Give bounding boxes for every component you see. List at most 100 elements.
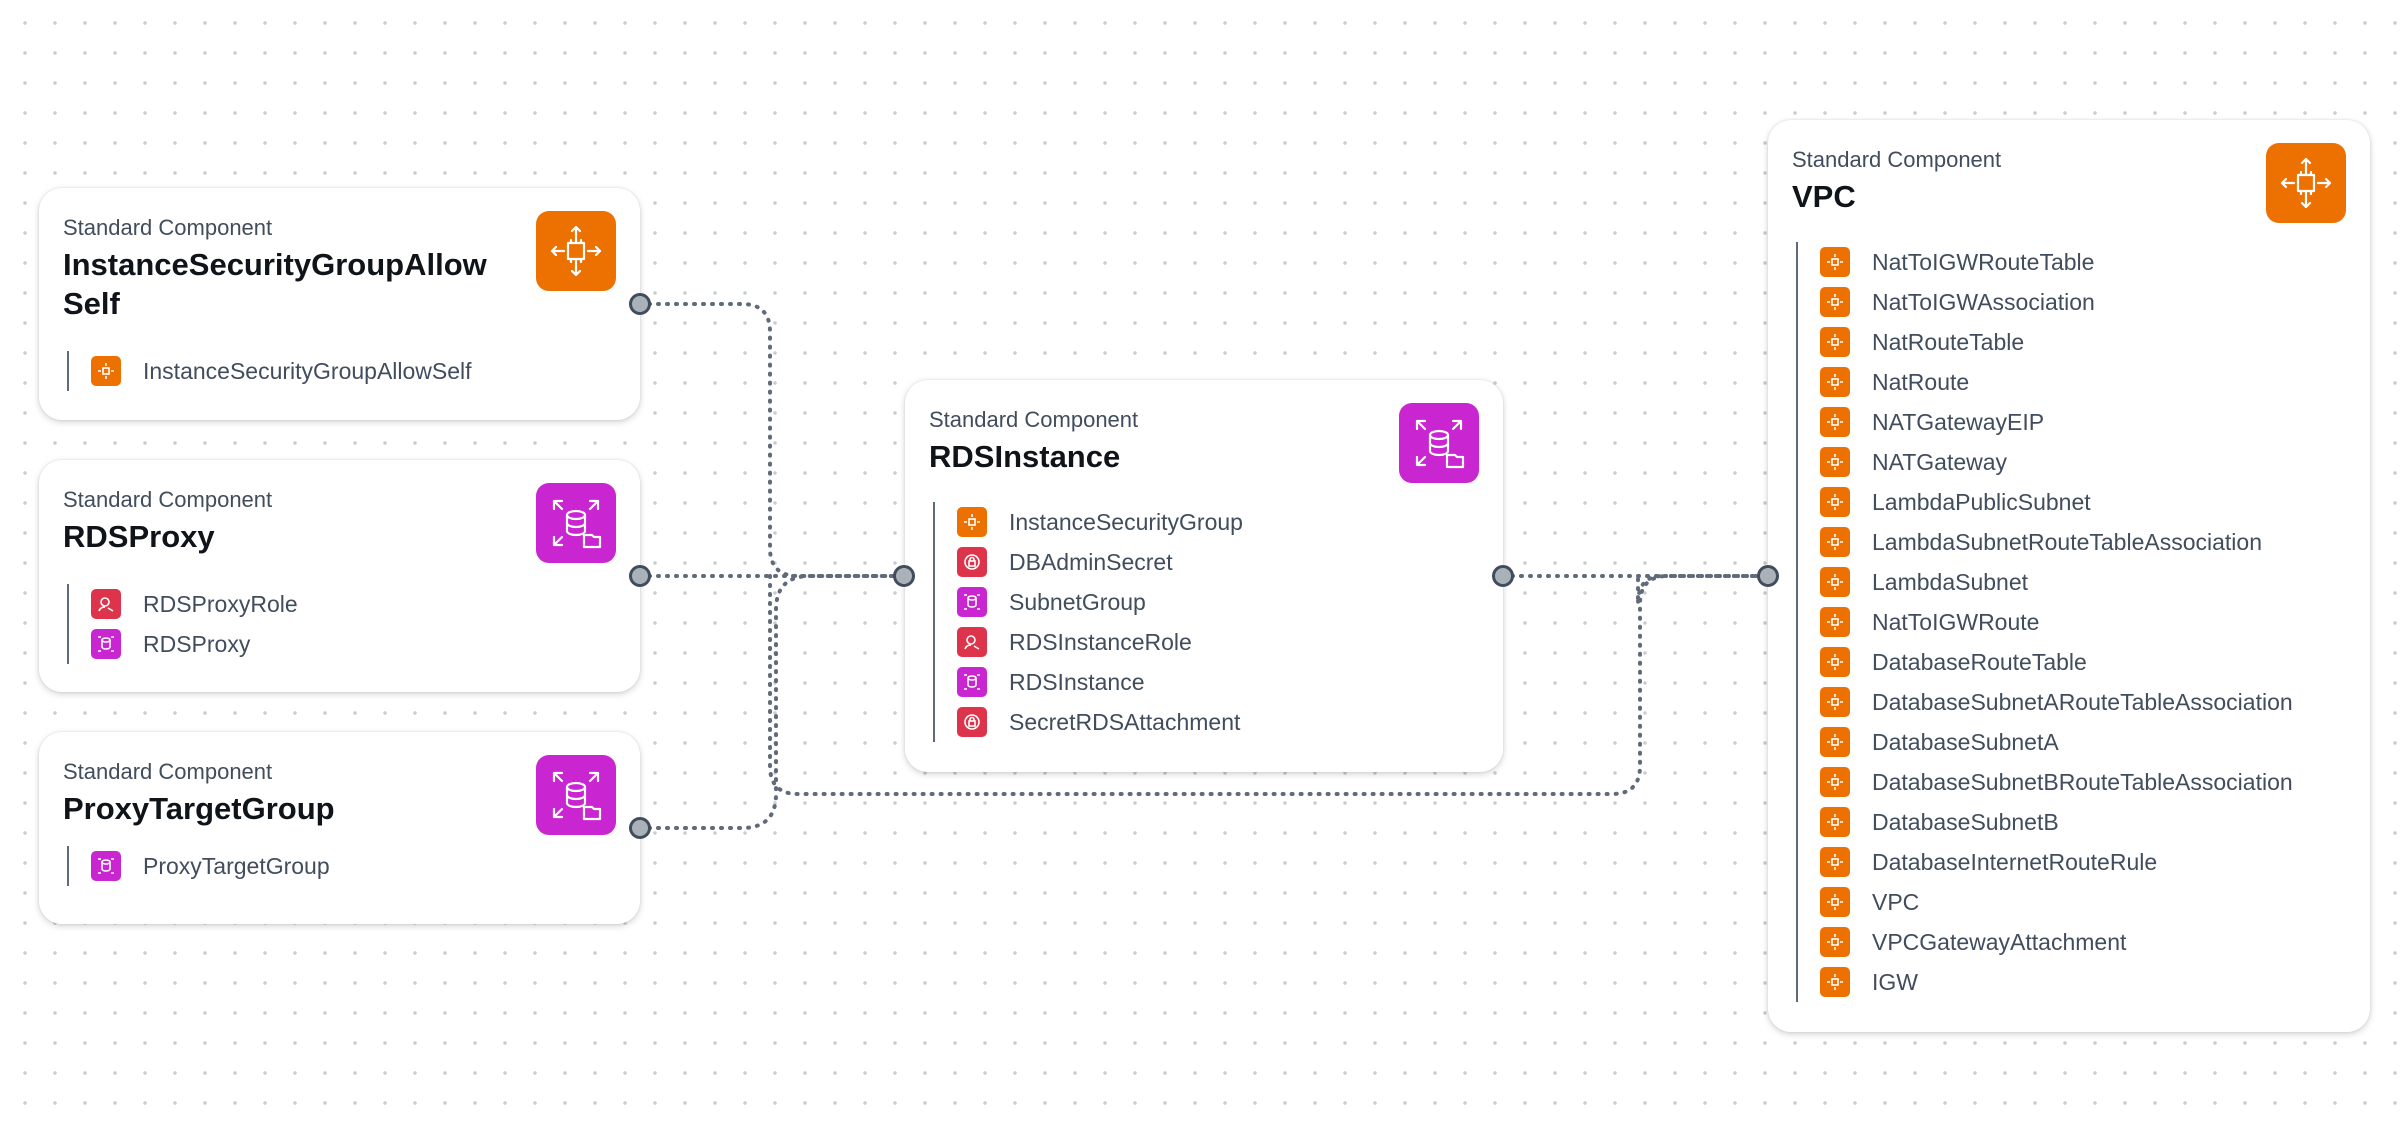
edge-ptg-to-vpc xyxy=(768,574,1770,796)
list-item[interactable]: SubnetGroup xyxy=(957,582,1479,622)
network-chip-icon xyxy=(1820,647,1850,677)
list-item[interactable]: NatRoute xyxy=(1820,362,2346,402)
resource-label: NatToIGWRouteTable xyxy=(1872,248,2095,275)
component-card-rds-proxy[interactable]: Standard Component RDSProxy RDSProxyRole… xyxy=(39,460,640,692)
port-vpc-input[interactable] xyxy=(1757,565,1779,587)
resource-label: InstanceSecurityGroup xyxy=(1009,508,1243,535)
list-item[interactable]: SecretRDSAttachment xyxy=(957,702,1479,742)
component-type-label: Standard Component xyxy=(63,215,273,240)
resource-label: VPC xyxy=(1872,888,1920,915)
resource-label: DatabaseSubnetA xyxy=(1872,728,2059,755)
role-icon xyxy=(91,589,121,619)
component-title: RDSProxy xyxy=(63,519,215,554)
list-item[interactable]: DatabaseSubnetARouteTableAssociation xyxy=(1820,682,2346,722)
list-item[interactable]: DatabaseSubnetBRouteTableAssociation xyxy=(1820,762,2346,802)
list-item[interactable]: RDSProxy xyxy=(91,624,616,664)
resource-label: ProxyTargetGroup xyxy=(143,852,330,879)
list-item[interactable]: LambdaPublicSubnet xyxy=(1820,482,2346,522)
component-type-label: Standard Component xyxy=(929,407,1139,432)
database-small-icon xyxy=(91,629,121,659)
list-item[interactable]: RDSProxyRole xyxy=(91,584,616,624)
network-chip-icon xyxy=(1820,247,1850,277)
network-chip-icon xyxy=(1820,927,1850,957)
list-item[interactable]: InstanceSecurityGroupAllowSelf xyxy=(91,351,616,391)
role-icon xyxy=(957,627,987,657)
network-chip-icon xyxy=(1820,367,1850,397)
database-small-icon xyxy=(91,851,121,881)
port-rdsinstance-output[interactable] xyxy=(1492,565,1514,587)
network-chip-icon xyxy=(536,211,616,291)
list-item[interactable]: DatabaseSubnetB xyxy=(1820,802,2346,842)
resource-label: RDSProxyRole xyxy=(143,590,298,617)
resource-label: RDSProxy xyxy=(143,630,251,657)
component-card-vpc[interactable]: Standard Component VPC NatToIGWRouteTabl… xyxy=(1768,120,2370,1032)
edge-isg-to-rdsinstance xyxy=(638,302,904,578)
network-chip-icon xyxy=(1820,487,1850,517)
resource-label: SubnetGroup xyxy=(1009,588,1146,615)
resource-label: SecretRDSAttachment xyxy=(1009,708,1241,735)
list-item[interactable]: LambdaSubnet xyxy=(1820,562,2346,602)
list-item[interactable]: NatRouteTable xyxy=(1820,322,2346,362)
edge-rdsinstance-to-vpc xyxy=(1501,574,1770,605)
database-icon xyxy=(536,755,616,835)
component-title: RDSInstance xyxy=(929,439,1121,474)
network-chip-icon xyxy=(1820,847,1850,877)
secret-icon xyxy=(957,707,987,737)
list-item[interactable]: DatabaseSubnetA xyxy=(1820,722,2346,762)
list-item[interactable]: ProxyTargetGroup xyxy=(91,846,616,886)
list-item[interactable]: InstanceSecurityGroup xyxy=(957,502,1479,542)
resource-label: DatabaseSubnetBRouteTableAssociation xyxy=(1872,768,2293,795)
resource-label: NatToIGWAssociation xyxy=(1872,288,2095,315)
port-rdsproxy-output[interactable] xyxy=(629,565,651,587)
list-item[interactable]: DatabaseInternetRouteRule xyxy=(1820,842,2346,882)
network-chip-icon xyxy=(1820,567,1850,597)
list-item[interactable]: NATGatewayEIP xyxy=(1820,402,2346,442)
network-chip-icon xyxy=(1820,727,1850,757)
list-item[interactable]: NatToIGWRoute xyxy=(1820,602,2346,642)
network-chip-icon xyxy=(1820,287,1850,317)
port-ptg-output[interactable] xyxy=(629,817,651,839)
resource-label: VPCGatewayAttachment xyxy=(1872,928,2127,955)
component-type-label: Standard Component xyxy=(1792,147,2002,172)
list-item[interactable]: RDSInstance xyxy=(957,662,1479,702)
resource-label: DatabaseInternetRouteRule xyxy=(1872,848,2158,875)
resource-label: NATGatewayEIP xyxy=(1872,408,2045,435)
component-card-instance-security-group-allow-self[interactable]: Standard Component InstanceSecurityGroup… xyxy=(39,188,640,420)
database-small-icon xyxy=(957,667,987,697)
component-card-rds-instance[interactable]: Standard Component RDSInstance InstanceS… xyxy=(905,380,1503,772)
network-chip-icon xyxy=(1820,767,1850,797)
component-card-proxy-target-group[interactable]: Standard Component ProxyTargetGroup Prox… xyxy=(39,732,640,924)
list-item[interactable]: VPC xyxy=(1820,882,2346,922)
list-item[interactable]: DBAdminSecret xyxy=(957,542,1479,582)
resource-label: DatabaseRouteTable xyxy=(1872,648,2087,675)
resource-label: NatRouteTable xyxy=(1872,328,2025,355)
resource-label: InstanceSecurityGroupAllowSelf xyxy=(143,357,472,384)
list-item[interactable]: NatToIGWAssociation xyxy=(1820,282,2346,322)
resource-list: InstanceSecurityGroup DBAdminSecret Subn… xyxy=(933,502,1479,742)
resource-label: LambdaSubnet xyxy=(1872,568,2029,595)
port-rdsinstance-input[interactable] xyxy=(893,565,915,587)
network-chip-icon xyxy=(1820,807,1850,837)
list-item[interactable]: VPCGatewayAttachment xyxy=(1820,922,2346,962)
list-item[interactable]: LambdaSubnetRouteTableAssociation xyxy=(1820,522,2346,562)
network-chip-icon xyxy=(1820,967,1850,997)
secret-icon xyxy=(957,547,987,577)
list-item[interactable]: IGW xyxy=(1820,962,2346,1002)
resource-label: NatRoute xyxy=(1872,368,1970,395)
port-isg-output[interactable] xyxy=(629,293,651,315)
resource-label: LambdaSubnetRouteTableAssociation xyxy=(1872,528,2262,555)
resource-label: NATGateway xyxy=(1872,448,2008,475)
list-item[interactable]: NATGateway xyxy=(1820,442,2346,482)
resource-label: RDSInstanceRole xyxy=(1009,628,1192,655)
resource-label: IGW xyxy=(1872,968,1918,995)
list-item[interactable]: DatabaseRouteTable xyxy=(1820,642,2346,682)
list-item[interactable]: NatToIGWRouteTable xyxy=(1820,242,2346,282)
component-title: ProxyTargetGroup xyxy=(63,791,335,826)
network-chip-icon xyxy=(1820,327,1850,357)
list-item[interactable]: RDSInstanceRole xyxy=(957,622,1479,662)
component-type-label: Standard Component xyxy=(63,759,273,784)
network-chip-icon xyxy=(1820,447,1850,477)
resource-label: RDSInstance xyxy=(1009,668,1145,695)
network-chip-icon xyxy=(2266,143,2346,223)
network-chip-icon xyxy=(91,356,121,386)
